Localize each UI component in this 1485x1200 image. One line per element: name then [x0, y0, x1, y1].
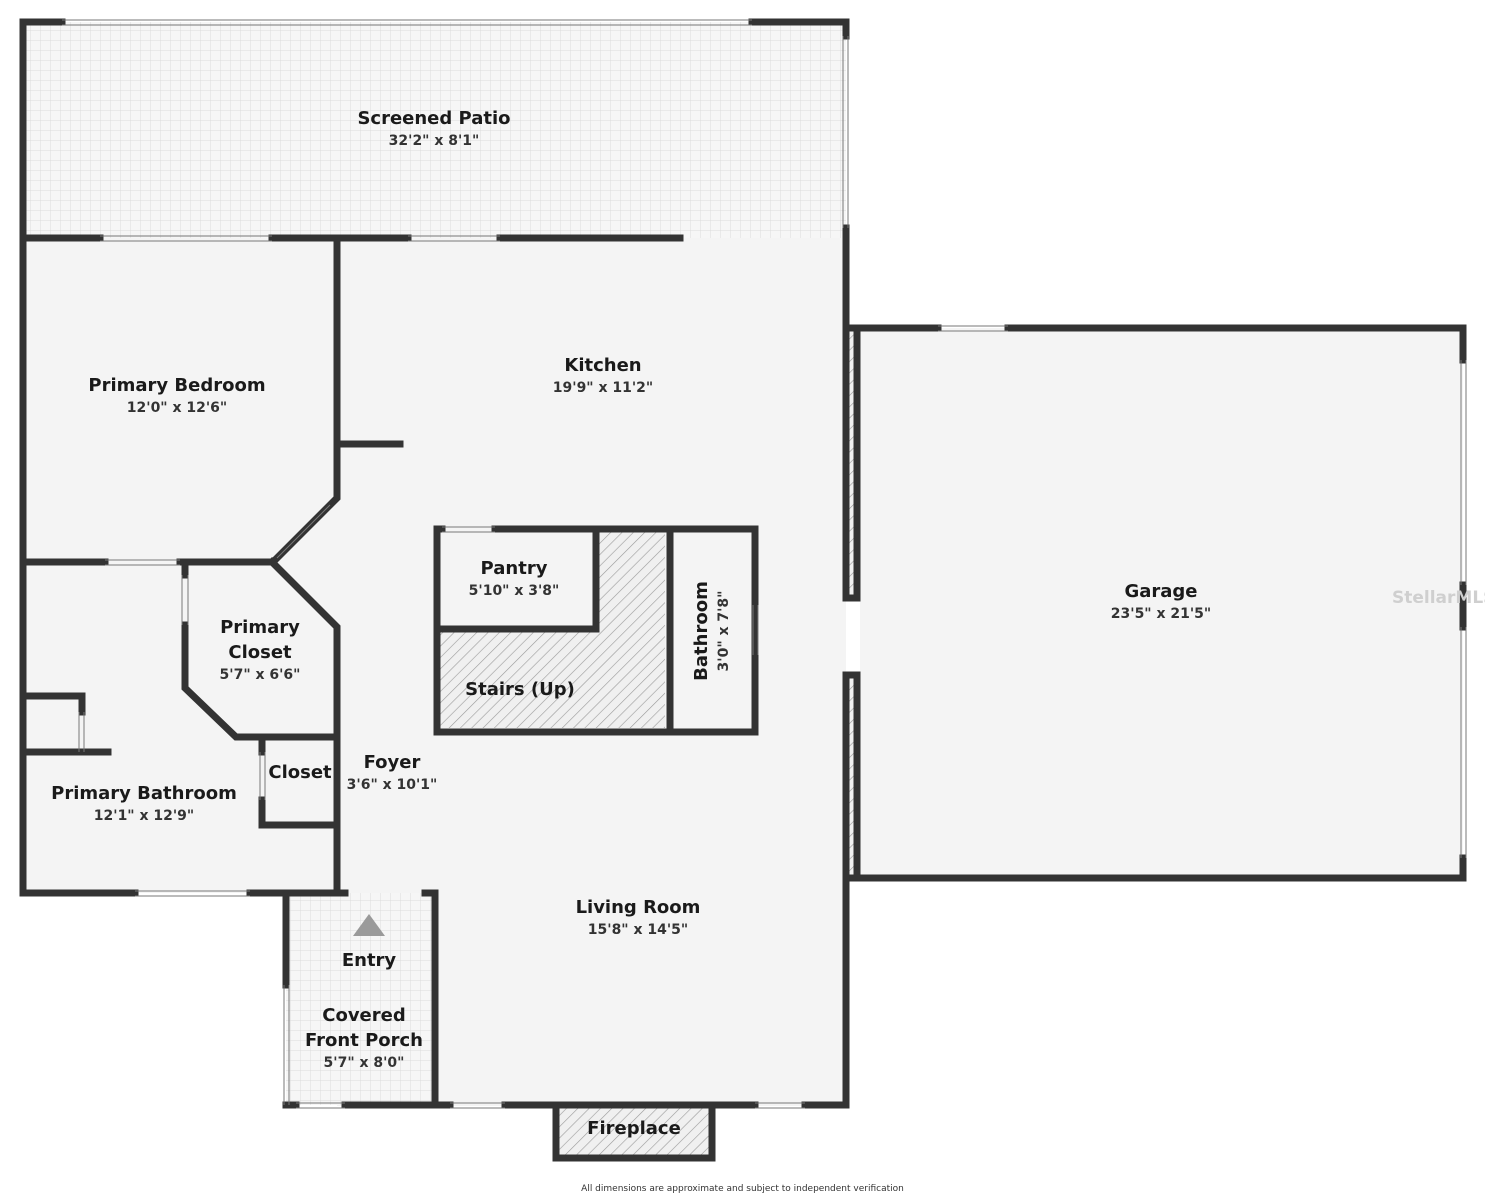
- primary-bathroom-name: Primary Bathroom: [51, 783, 237, 804]
- closet-label: Closet: [264, 760, 336, 785]
- covered-front-porch-name-2: Front Porch: [305, 1030, 423, 1051]
- screened-patio-dims: 32'2" x 8'1": [388, 133, 480, 149]
- primary-closet-dims: 5'7" x 6'6": [219, 667, 301, 683]
- bathroom-label: Bathroom 3'0" x 7'8": [689, 566, 735, 696]
- foyer-name: Foyer: [363, 752, 421, 773]
- foyer-dims: 3'6" x 10'1": [346, 777, 438, 793]
- small-closet-wall: [258, 738, 341, 829]
- stairs-floor-top: [598, 531, 665, 632]
- garage-floor: [860, 328, 1463, 878]
- kitchen-dims: 19'9" x 11'2": [552, 380, 654, 396]
- screened-patio-name: Screened Patio: [357, 108, 511, 129]
- garage-left-lower: [842, 671, 861, 882]
- fireplace-label: Fireplace: [574, 1116, 694, 1141]
- stairs-label: Stairs (Up): [450, 677, 590, 702]
- primary-bathroom-label: Primary Bathroom 12'1" x 12'9": [34, 781, 254, 826]
- living-room-label: Living Room 15'8" x 14'5": [538, 895, 738, 940]
- fireplace-box: [552, 1101, 716, 1162]
- pantry-label: Pantry 5'10" x 3'8": [454, 556, 574, 601]
- primary-closet-name-2: Closet: [228, 642, 292, 663]
- bathroom-dims: 3'0" x 7'8": [716, 590, 732, 672]
- patio-floor: [24, 22, 846, 238]
- living-room-dims: 15'8" x 14'5": [587, 922, 689, 938]
- porch-floor: [286, 893, 435, 1105]
- disclaimer-footer: All dimensions are approximate and subje…: [581, 1184, 904, 1194]
- kitchen-name: Kitchen: [564, 355, 642, 376]
- covered-front-porch-name-1: Covered: [322, 1005, 406, 1026]
- primary-bedroom-dims: 12'0" x 12'6": [126, 400, 228, 416]
- screened-patio-label: Screened Patio 32'2" x 8'1": [334, 106, 534, 151]
- bath-nook: [19, 692, 112, 756]
- closet-name: Closet: [268, 762, 332, 783]
- bathroom-name: Bathroom: [691, 581, 712, 681]
- primary-bathroom-dims: 12'1" x 12'9": [93, 808, 195, 824]
- entry-arrow-icon: [353, 914, 385, 936]
- garage-label: Garage 23'5" x 21'5": [1061, 579, 1261, 624]
- primary-closet-name-1: Primary: [220, 617, 300, 638]
- primary-bedroom-label: Primary Bedroom 12'0" x 12'6": [77, 373, 277, 418]
- closet-angle: [267, 557, 341, 897]
- stairs-floor: [437, 632, 665, 728]
- closet-wall: [181, 558, 341, 741]
- pantry-dims: 5'10" x 3'8": [468, 583, 560, 599]
- covered-front-porch-label: Covered Front Porch 5'7" x 8'0": [289, 1003, 439, 1073]
- entry-label: Entry: [319, 948, 419, 973]
- primary-bedroom-name: Primary Bedroom: [88, 375, 266, 396]
- foyer-label: Foyer 3'6" x 10'1": [332, 750, 452, 795]
- covered-front-porch-dims: 5'7" x 8'0": [323, 1055, 405, 1071]
- primary-closet-label: Primary Closet 5'7" x 6'6": [200, 615, 320, 685]
- living-room-name: Living Room: [575, 897, 701, 918]
- stairs-name: Stairs (Up): [465, 679, 575, 700]
- porch-left: [282, 889, 439, 1109]
- fireplace-floor: [556, 1106, 712, 1158]
- garage-left-upper: [842, 324, 861, 602]
- garage-dims: 23'5" x 21'5": [1110, 606, 1212, 622]
- pantry-name: Pantry: [480, 558, 548, 579]
- fireplace-name: Fireplace: [587, 1118, 681, 1139]
- garage-name: Garage: [1124, 581, 1198, 602]
- pantry-inner: [433, 525, 600, 633]
- watermark: StellarMLS: [1392, 588, 1485, 608]
- entry-name: Entry: [341, 950, 397, 971]
- kitchen-label: Kitchen 19'9" x 11'2": [503, 353, 703, 398]
